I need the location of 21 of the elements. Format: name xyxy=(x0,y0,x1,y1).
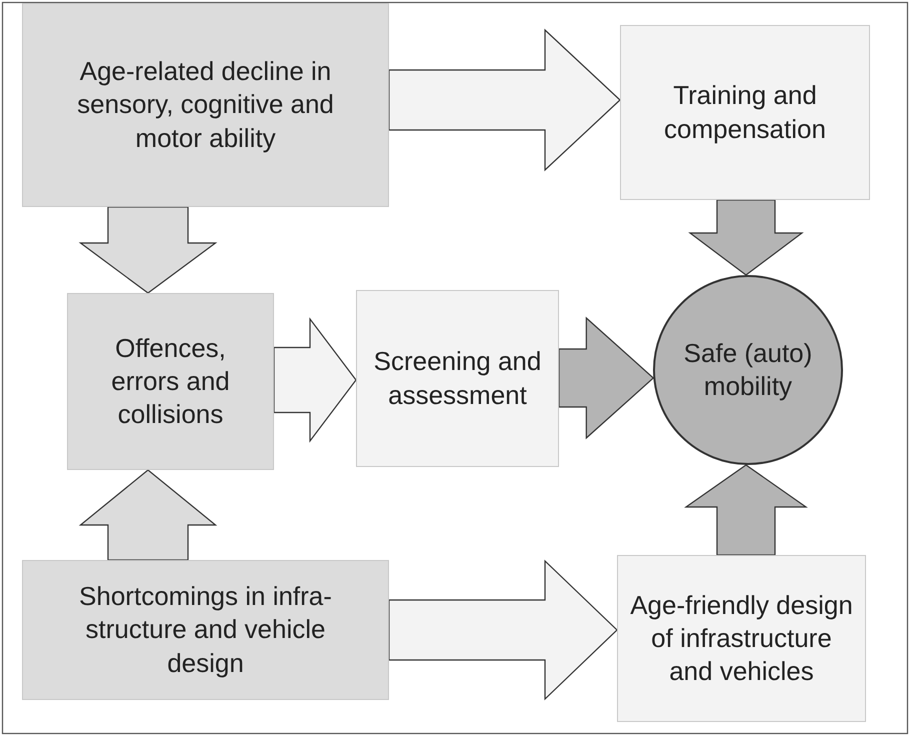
node-label: Screening and assessment xyxy=(372,345,542,412)
process-box xyxy=(617,555,866,722)
block-arrow xyxy=(388,28,621,172)
node-label: Safe (auto) mobility xyxy=(682,336,814,403)
block-arrow xyxy=(78,469,218,561)
process-box xyxy=(22,3,389,207)
process-box xyxy=(22,560,389,700)
block-arrow xyxy=(558,316,654,440)
block-arrow xyxy=(688,199,804,276)
process-box xyxy=(620,25,870,200)
process-box xyxy=(356,290,559,467)
node-label: Age-friendly design of infrastructure and vehicles xyxy=(629,588,854,688)
block-arrow xyxy=(388,560,618,700)
process-box xyxy=(67,293,274,470)
node-label: Age-related decline in sensory, cognitive and motor ability xyxy=(76,55,335,154)
block-arrow xyxy=(78,206,218,294)
node-label: Training and compensation xyxy=(663,79,827,146)
block-arrow xyxy=(684,464,808,556)
block-arrow xyxy=(273,317,357,443)
node-label: Offences, errors and collisions xyxy=(110,332,231,431)
node-label: Shortcomings in infra- structure and vehicle design xyxy=(78,580,333,680)
